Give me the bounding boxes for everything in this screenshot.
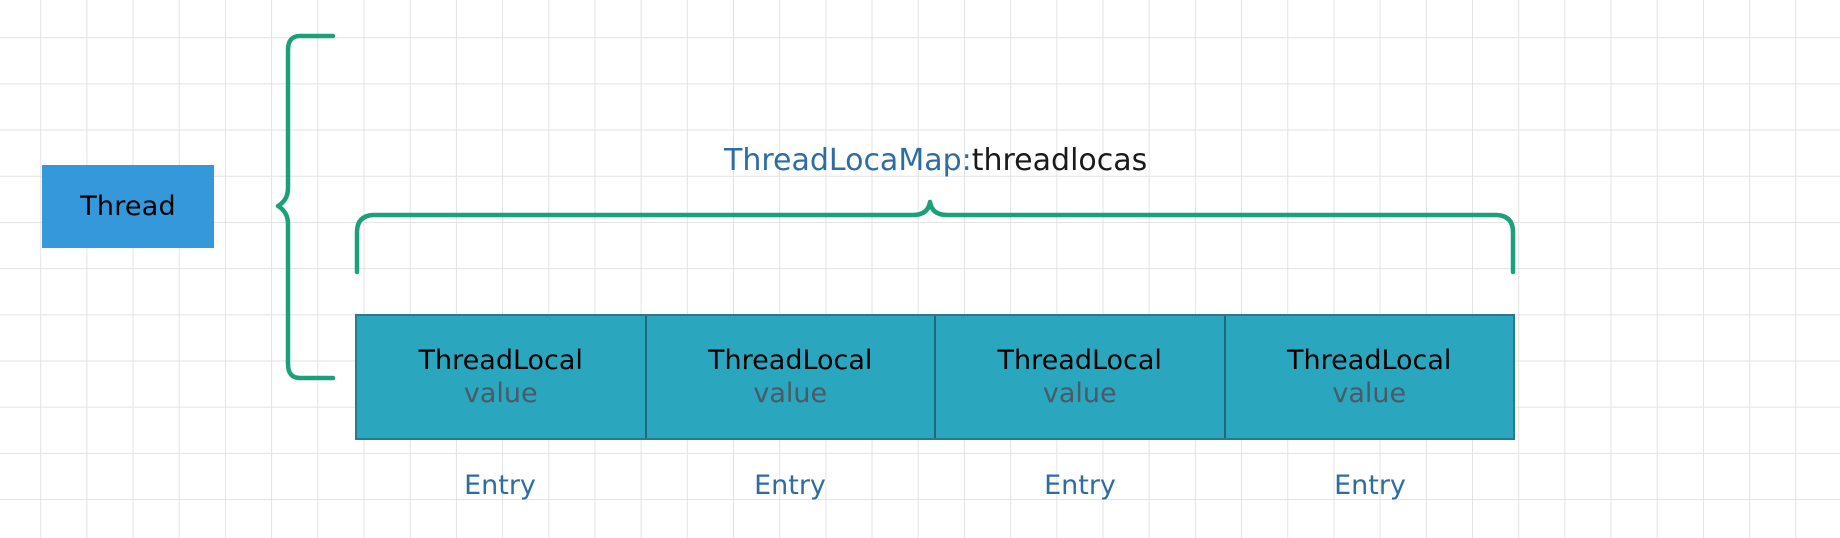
entry-class-label: ThreadLocal <box>418 344 583 376</box>
entry-cell[interactable]: ThreadLocal value <box>357 316 647 438</box>
entry-cell[interactable]: ThreadLocal value <box>936 316 1226 438</box>
entry-caption: Entry <box>754 469 826 501</box>
entry-table: ThreadLocal value ThreadLocal value Thre… <box>355 314 1515 440</box>
threadlocalmap-title-value: threadlocas <box>971 143 1148 178</box>
entry-class-label: ThreadLocal <box>708 344 873 376</box>
thread-box[interactable]: Thread <box>42 165 214 248</box>
entry-class-label: ThreadLocal <box>1287 344 1452 376</box>
left-vertical-brace-icon <box>275 33 336 381</box>
entry-value-label: value <box>1042 378 1117 409</box>
entry-value-label: value <box>463 378 538 409</box>
entry-cell[interactable]: ThreadLocal value <box>646 316 936 438</box>
threadlocalmap-title: ThreadLocaMap:threadlocas <box>724 143 1147 179</box>
entry-class-label: ThreadLocal <box>997 344 1162 376</box>
entry-value-label: value <box>1332 378 1407 409</box>
top-horizontal-brace-icon <box>354 199 1516 275</box>
threadlocalmap-title-key: ThreadLocaMap: <box>724 143 972 178</box>
entry-caption: Entry <box>1044 469 1116 501</box>
entry-caption: Entry <box>464 469 536 501</box>
entry-caption: Entry <box>1334 469 1406 501</box>
entry-cell[interactable]: ThreadLocal value <box>1225 316 1513 438</box>
entry-value-label: value <box>753 378 828 409</box>
entry-caption-row: Entry Entry Entry Entry <box>355 460 1515 510</box>
thread-box-label: Thread <box>80 191 176 222</box>
